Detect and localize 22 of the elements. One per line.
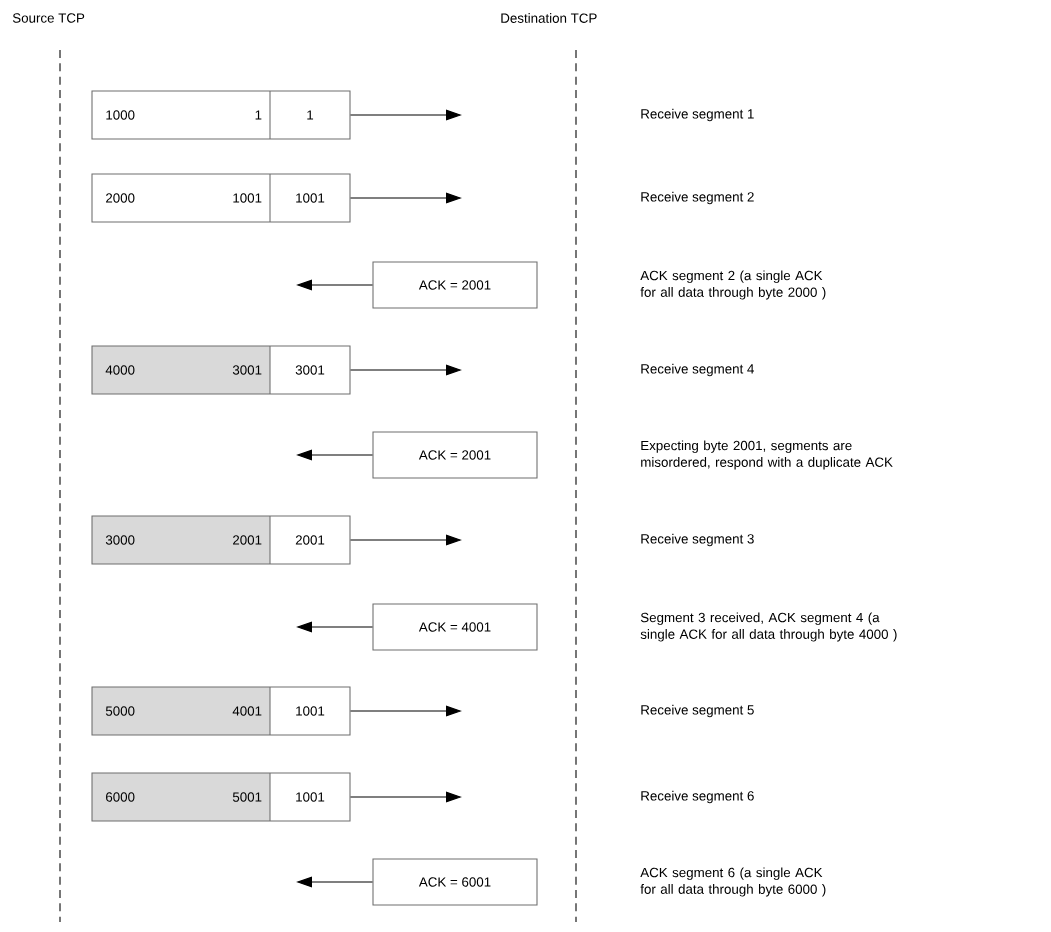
ack-box: ACK = 2001	[372, 431, 538, 479]
segment-box: 3000 2001 2001	[91, 515, 351, 565]
description-text: Receive segment 1	[641, 108, 754, 122]
segment-box: 2000 1001 1001	[91, 173, 351, 223]
description-text: ACK segment 2 (a single ACK for all data through byte 2000 )	[640, 270, 826, 300]
description-text: ACK segment 6 (a single ACK for all data through byte 6000 )	[640, 867, 826, 897]
description-text: Receive segment 2	[641, 191, 754, 205]
description-text: Receive segment 6	[641, 790, 754, 804]
ack-box: ACK = 6001	[372, 858, 538, 906]
segment-box: 5000 4001 1001	[91, 686, 351, 736]
lifeline-heading: Source TCP	[12, 13, 85, 23]
segment-box: 1000 1 1	[91, 90, 351, 140]
description-text: Receive segment 4	[641, 363, 754, 377]
description-text: Receive segment 5	[641, 704, 754, 718]
description-text: Receive segment 3	[641, 533, 754, 547]
ack-box: ACK = 4001	[372, 603, 538, 651]
lifeline-heading: Destination TCP	[501, 13, 597, 23]
ack-box: ACK = 2001	[372, 261, 538, 309]
description-text: Segment 3 received, ACK segment 4 (a single ACK for all data through byte 4000 )	[640, 612, 897, 642]
description-text: Expecting byte 2001, segments are misordered, respond with a duplicate ACK	[641, 440, 893, 470]
segment-box: 6000 5001 1001	[91, 772, 351, 822]
segment-box: 4000 3001 3001	[91, 345, 351, 395]
